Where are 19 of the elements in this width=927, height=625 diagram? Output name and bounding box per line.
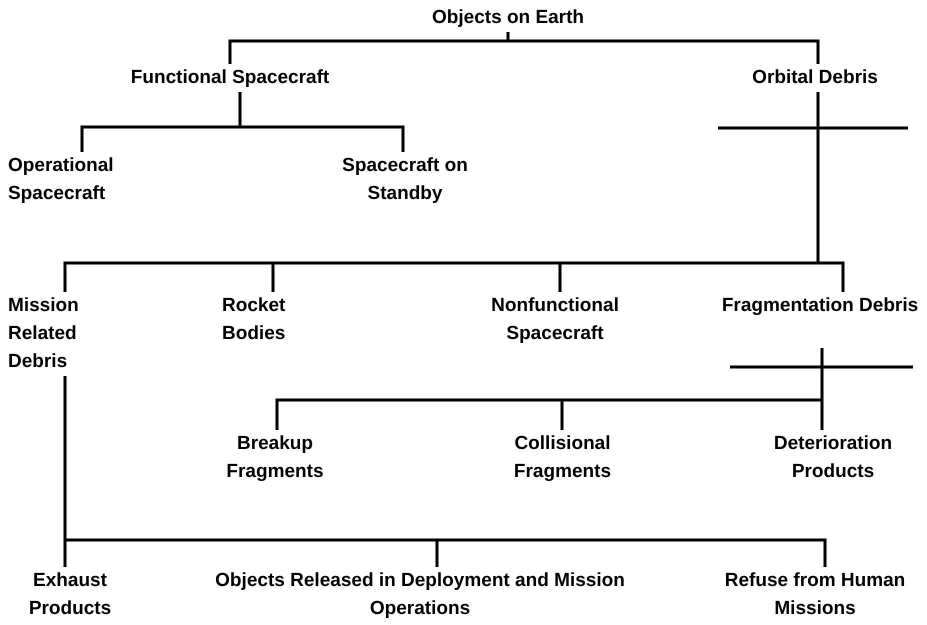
category-label: Collisional Fragments	[512, 432, 612, 484]
category-label: Deterioration Products	[772, 432, 894, 484]
category-label: Objects on Earth	[430, 6, 586, 30]
category-label: Exhaust Products	[28, 569, 112, 621]
category-label: Rocket Bodies	[222, 294, 286, 346]
category-label: Nonfunctional Spacecraft	[490, 294, 620, 346]
category-label: Breakup Fragments	[225, 432, 325, 484]
category-label: Objects Released in Deployment and Mission Operations	[214, 569, 626, 621]
category-label: Fragmentation Debris	[720, 294, 920, 318]
category-label: Spacecraft on Standby	[341, 154, 469, 206]
category-label: Refuse from Human Missions	[724, 569, 906, 621]
category-label: Functional Spacecraft	[130, 66, 330, 90]
connector-line	[506, 32, 820, 64]
connector-line	[816, 92, 844, 292]
category-label: Orbital Debris	[751, 66, 879, 90]
connector-line	[64, 376, 826, 567]
connector-line	[238, 92, 404, 152]
category-label: Operational Spacecraft	[8, 154, 115, 206]
category-label: Mission Related Debris	[8, 294, 80, 374]
